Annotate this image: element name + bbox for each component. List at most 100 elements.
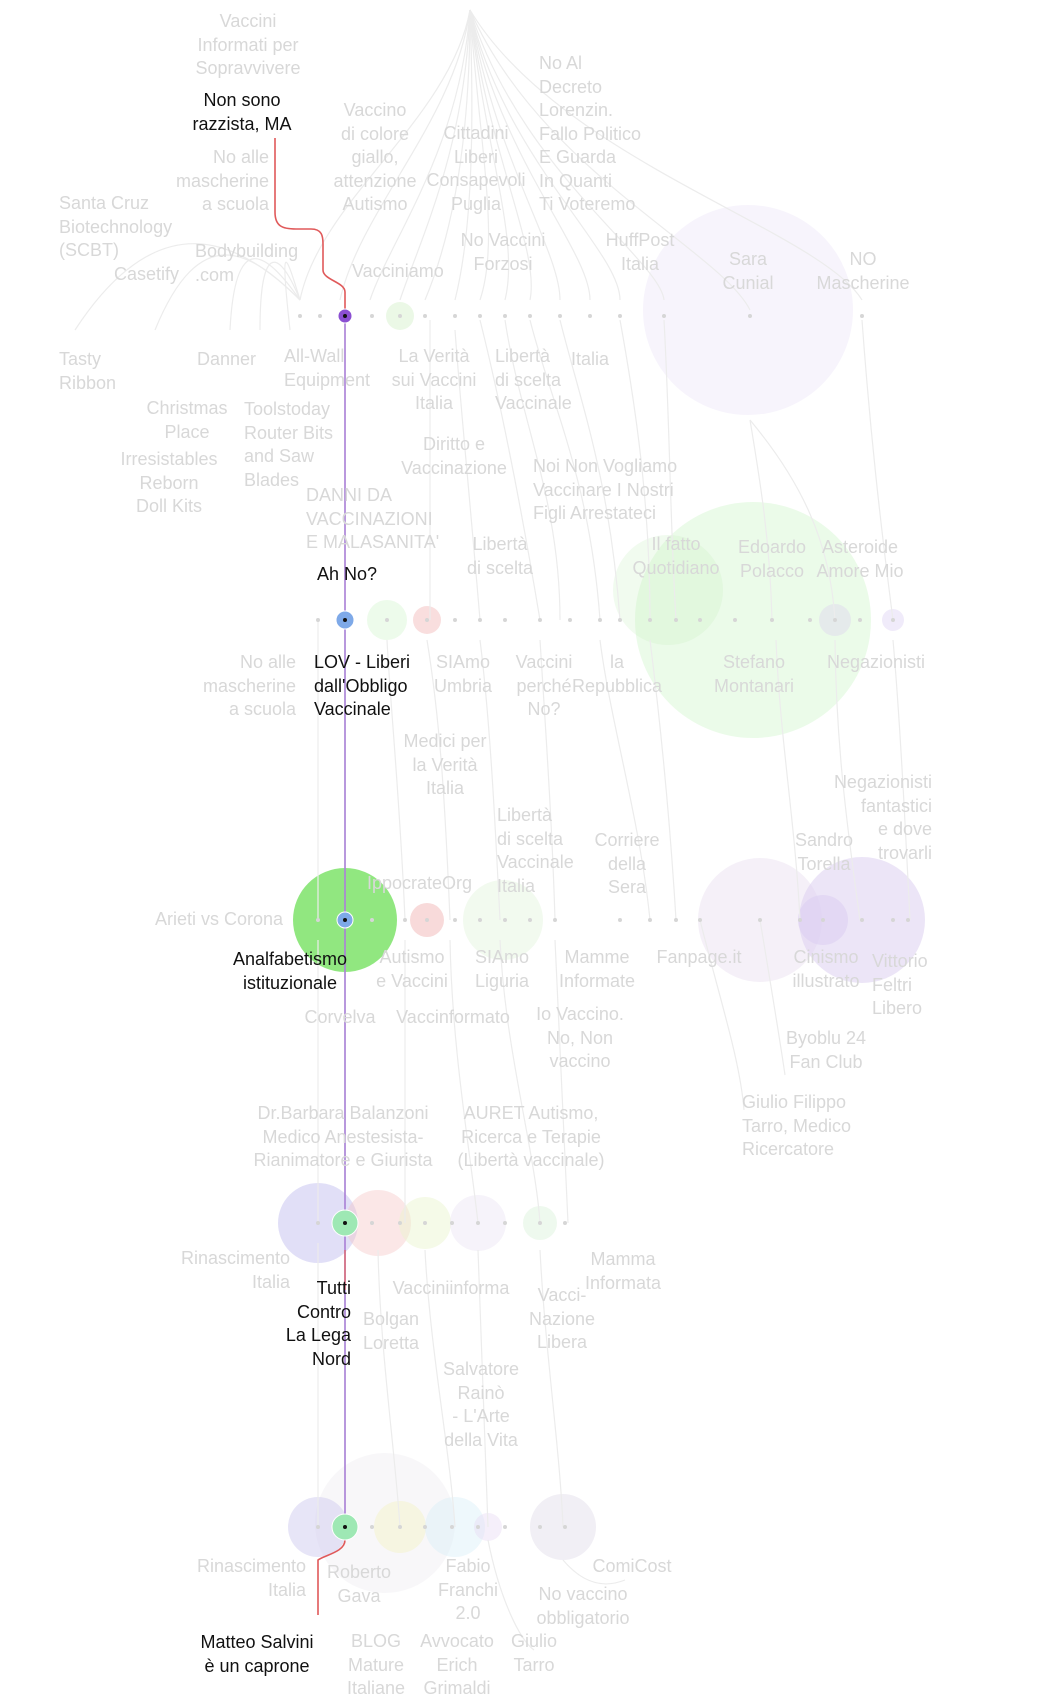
node-label: la Repubblica [571,652,663,696]
faint-dot [370,1525,374,1529]
connector [469,9,863,301]
bubble [635,502,871,738]
connector [529,319,601,621]
connector [775,639,801,921]
node-label: Diritto e Vaccinazione [401,434,507,478]
node-label: AURET Autismo, Ricerca e Terapie (Libert… [457,1103,605,1170]
faint-dot [553,918,557,922]
faint-dot [478,918,482,922]
faint-dot [425,618,429,622]
node-label: Rinascimento Italia [196,1556,306,1600]
faint-dot [833,618,837,622]
highlight-node-layer [331,308,359,1541]
faint-dot [821,918,825,922]
faint-dot [674,918,678,922]
connector [504,319,561,621]
connector [449,939,479,1224]
faint-dot [563,1525,567,1529]
node-label: ComiCost [592,1556,672,1576]
node-label: Negazionisti [826,652,926,672]
faint-dot [770,618,774,622]
connector [454,329,481,621]
connector [892,639,911,921]
faint-dot [528,918,532,922]
faint-dot [674,618,678,622]
node-label: Arieti vs Corona [154,909,284,929]
connector [749,419,773,621]
faint-dot [698,618,702,622]
faint-dot [398,314,402,318]
label-analfabetismo[interactable]: Analfabetismo istituzionale [232,949,348,993]
connector [599,639,651,921]
connector [426,639,451,921]
connector [619,319,651,621]
faint-dot [298,314,302,318]
node-label: Vittorio Feltri Libero [872,951,928,1018]
highlight-node-core [343,918,347,922]
node-label: Asteroide Amore Mio [816,537,904,581]
faint-dot [858,618,862,622]
node-label: No alle mascherine a scuola [175,147,269,214]
faint-dot [370,918,374,922]
node-label: Noi Non Vogliamo Vaccinare I Nostri Figl… [533,456,678,523]
bubble [345,1190,411,1256]
node-label: Cittadini Liberi Consapevoli Puglia [426,123,526,214]
node-label: Danner [197,349,257,369]
connector [834,639,861,921]
node-label: Giulio Tarro [510,1631,558,1675]
label-ah-no[interactable]: Ah No? [316,564,378,584]
faint-dot [476,1525,480,1529]
faint-dot [733,618,737,622]
label-tutti-contro[interactable]: Tutti Contro La Lega Nord [285,1278,351,1369]
label-matteo-salvini[interactable]: Matteo Salvini è un caprone [200,1632,314,1676]
faint-dot [450,1221,454,1225]
connector [469,9,751,311]
faint-dot [618,314,622,318]
connector [424,9,471,301]
node-label: Vaccini Informati per Sopravvivere [195,11,301,78]
connector [369,9,471,301]
node-label: Casetify [114,264,180,284]
path-segment-red [274,138,346,316]
node-label: Tasty Ribbon [59,349,117,393]
connector [487,1539,535,1651]
connector [299,9,471,301]
faint-dot [370,1221,374,1225]
faint-dot [398,1525,402,1529]
connector [469,9,510,301]
connector [259,261,301,331]
faint-dot [891,918,895,922]
connector [424,1249,456,1528]
node-label: Vaccino di colore giallo, attenzione Aut… [333,100,417,214]
node-label: No Vaccini Forzosi [460,230,546,274]
label-lov[interactable]: LOV - Liberi dall'Obbligo Vaccinale [314,652,411,719]
faint-dot [423,1221,427,1225]
dot-layer [298,314,910,1529]
node-label: SIAmo Liguria [474,947,530,991]
faint-dot [476,1221,480,1225]
node-label: Roberto Gava [326,1562,392,1606]
faint-dot [450,1525,454,1529]
faint-dot [698,918,702,922]
connector [479,319,541,621]
connector [284,261,301,331]
faint-dot [453,618,457,622]
label-non-sono-razzista[interactable]: Non sono razzista, MA [192,90,292,134]
connector [759,919,786,1076]
node-label: Santa Cruz Biotechnology (SCBT) [59,193,173,260]
faint-dot [503,1525,507,1529]
node-label: Toolstoday Router Bits and Saw Blades [244,399,334,490]
connector [559,319,621,621]
faint-dot [563,1221,567,1225]
faint-dot [538,1525,542,1529]
connector [539,639,556,921]
node-label: Dr.Barbara Balanzoni Medico Anestesista-… [253,1103,433,1170]
faint-dot [798,918,802,922]
highlight-node-core [343,314,347,318]
faint-dot [398,1221,402,1225]
faint-dot [598,618,602,622]
node-label: Vaccini perché No? [515,652,573,719]
node-label: Libertà di scelta Vaccinale Italia [497,805,574,896]
connector [699,919,745,1111]
